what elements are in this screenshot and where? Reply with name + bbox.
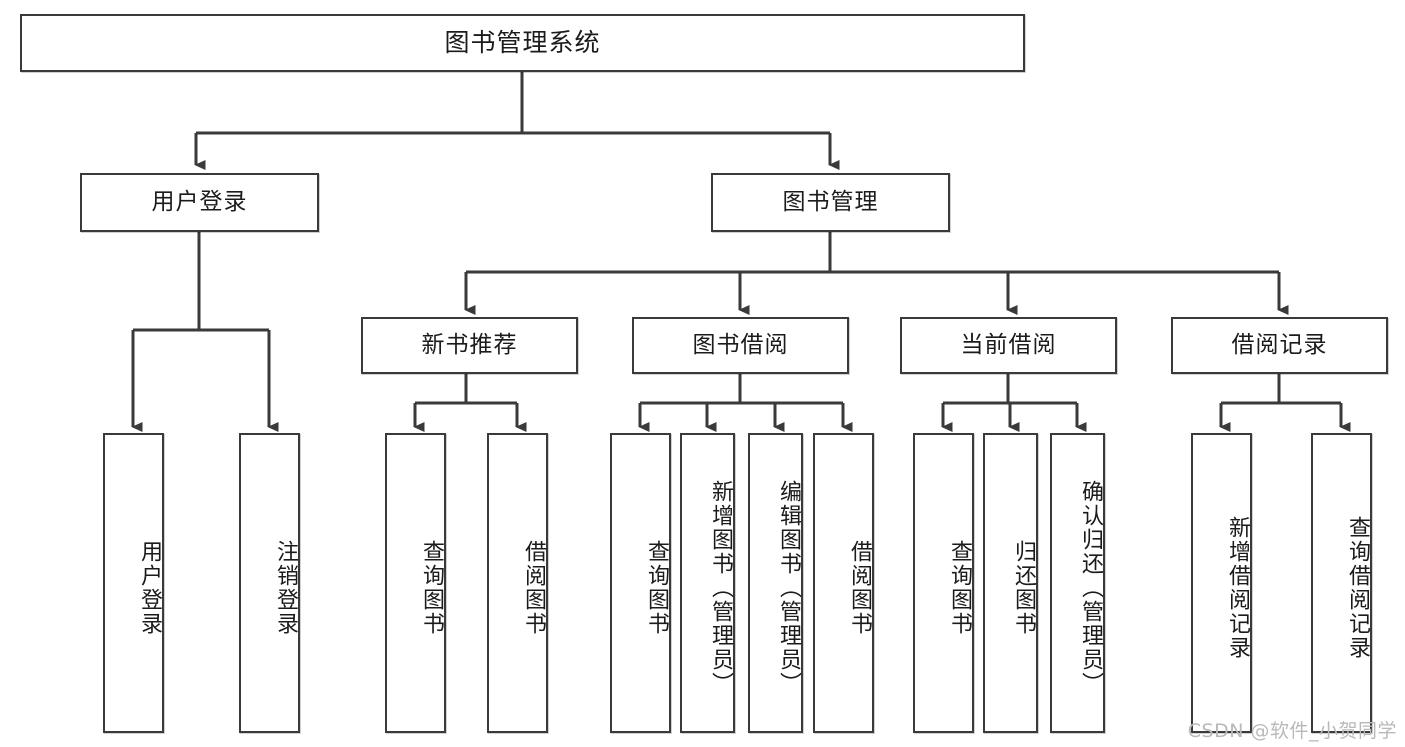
node-book-borrowing[interactable]: 图书借阅 (632, 317, 849, 374)
node-leaf-current-query-book[interactable]: 查询图书 (913, 433, 974, 733)
node-leaf-label: 新增借阅记录 (1225, 516, 1250, 660)
node-current-borrowing[interactable]: 当前借阅 (900, 317, 1117, 374)
node-root-library-management-system[interactable]: 图书管理系统 (20, 14, 1025, 72)
node-leaf-label: 编辑图书（管理员） (776, 480, 801, 696)
node-book-management[interactable]: 图书管理 (711, 173, 950, 232)
node-leaf-label: 确认归还（管理员） (1078, 480, 1103, 696)
node-leaf-borrow-query-book[interactable]: 查询图书 (610, 433, 671, 733)
node-leaf-label: 借阅图书 (847, 540, 872, 636)
node-leaf-label: 查询借阅记录 (1345, 516, 1370, 660)
node-leaf-new-book-query[interactable]: 查询图书 (385, 433, 446, 733)
node-leaf-borrow-edit-book-admin[interactable]: 编辑图书（管理员） (748, 433, 803, 733)
node-leaf-record-add-record[interactable]: 新增借阅记录 (1191, 433, 1252, 733)
node-user-login[interactable]: 用户登录 (80, 173, 319, 232)
node-leaf-label: 归还图书 (1011, 540, 1036, 636)
watermark-text: CSDN @软件_小贺同学 (1187, 720, 1397, 742)
node-new-book-recommendation[interactable]: 新书推荐 (361, 317, 578, 374)
node-leaf-label: 新增图书（管理员） (708, 480, 733, 696)
node-leaf-label: 注销登录 (273, 540, 298, 636)
node-leaf-new-book-borrow[interactable]: 借阅图书 (487, 433, 548, 733)
node-borrow-record[interactable]: 借阅记录 (1171, 317, 1388, 374)
node-leaf-borrow-add-book-admin[interactable]: 新增图书（管理员） (680, 433, 735, 733)
node-leaf-label: 查询图书 (644, 540, 669, 636)
node-leaf-current-confirm-return-admin[interactable]: 确认归还（管理员） (1050, 433, 1105, 733)
node-leaf-record-query-record[interactable]: 查询借阅记录 (1311, 433, 1372, 733)
node-leaf-label: 查询图书 (419, 540, 444, 636)
node-leaf-borrow-borrow-book[interactable]: 借阅图书 (813, 433, 874, 733)
node-leaf-label: 借阅图书 (521, 540, 546, 636)
node-leaf-user-login-signout[interactable]: 注销登录 (239, 433, 300, 733)
node-leaf-label: 查询图书 (947, 540, 972, 636)
node-leaf-current-return-book[interactable]: 归还图书 (983, 433, 1038, 733)
node-leaf-user-login-signin[interactable]: 用户登录 (103, 433, 164, 733)
node-leaf-label: 用户登录 (137, 540, 162, 636)
